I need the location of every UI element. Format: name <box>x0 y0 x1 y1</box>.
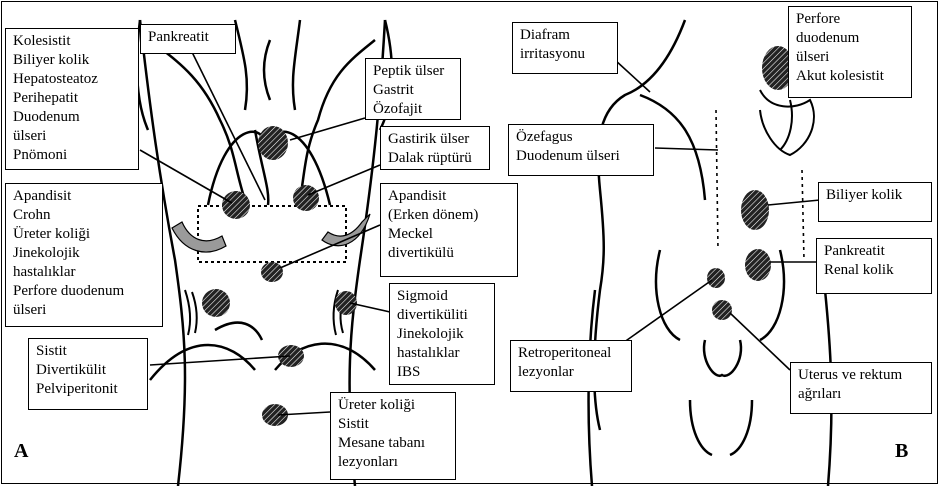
referred-pain-diagram: Pankreatit Kolesistit Biliyer kolik Hepa… <box>0 0 940 486</box>
figure-frame <box>1 1 938 484</box>
